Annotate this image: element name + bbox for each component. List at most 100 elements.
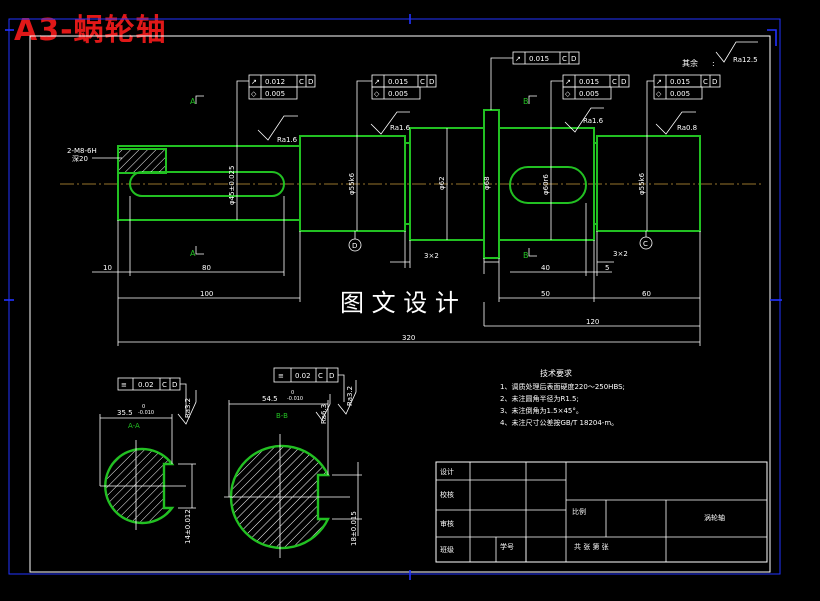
- roughness-sec-a: Ra3.2: [184, 398, 192, 418]
- roughness-value: Ra0.8: [677, 124, 697, 132]
- thread-depth: 深20: [72, 154, 88, 163]
- tol-val: 0.015: [388, 78, 408, 86]
- tolerance-frame-4: ↗ 0.015 C D ◇ 0.005: [550, 74, 630, 128]
- datum-d: D: [352, 242, 357, 250]
- sec-b-tol-top: 0: [291, 390, 294, 396]
- tb-design: 设计: [440, 467, 454, 476]
- tech-req-item-3: 3、未注倒角为1.5×45°。: [500, 406, 583, 415]
- dia-4: φ68: [483, 176, 491, 190]
- section-mark-b-bottom: B: [523, 251, 529, 260]
- roughness-sec-b: Ra3.2: [346, 386, 354, 406]
- tol-sym: ↗: [565, 78, 571, 86]
- remainder-label: 其余: [682, 58, 698, 68]
- dim-chamfer-2: 3×2: [613, 250, 628, 258]
- tb-review: 审核: [440, 519, 454, 528]
- dimensions: 10 80 100 320 3×2 3×2 40 5 50 60 120: [92, 196, 701, 346]
- datum-c: C: [643, 240, 648, 248]
- tol-d2: D: [712, 78, 717, 86]
- sec-b-tol-bottom: -0.010: [287, 396, 303, 402]
- tol-d2: D: [429, 78, 434, 86]
- tb-part-name: 涡轮轴: [704, 513, 725, 522]
- tol-sym: ↗: [656, 78, 662, 86]
- tol-val-2: 0.005: [265, 90, 285, 98]
- tb-class: 班级: [440, 545, 454, 554]
- tol-d2: D: [621, 78, 626, 86]
- tol-d1: C: [420, 78, 425, 86]
- tol-sym: ↗: [515, 55, 521, 63]
- title-block: 设计 校核 审核 班级 学号 比例 涡轮轴 共 张 第 张: [435, 461, 768, 563]
- watermark: 图 文 设 计: [340, 289, 459, 317]
- dia-5: φ60r6: [542, 174, 550, 195]
- outer-frame: [8, 18, 781, 575]
- sec-b-width: 54.5: [262, 395, 278, 403]
- roughness-sec-b-key: Ra6.3: [320, 404, 328, 424]
- section-mark-b-top: B: [523, 97, 529, 106]
- tol-sym-2: ◇: [251, 90, 257, 98]
- tol-d1: C: [299, 78, 304, 86]
- tolerance-frame-3: ↗ 0.015 C D: [490, 51, 580, 110]
- roughness-value: Ra1.6: [277, 136, 298, 144]
- tol-d1: C: [162, 381, 167, 389]
- tolerance-frame-1: ↗ 0.012 C D ◇ 0.005: [236, 74, 316, 146]
- tol-d2: D: [308, 78, 313, 86]
- dim-320: 320: [402, 334, 415, 342]
- inner-frame: [29, 35, 771, 573]
- dim-60: 60: [642, 290, 651, 298]
- tb-scale: 比例: [572, 507, 586, 516]
- dim-80: 80: [202, 264, 211, 272]
- tol-d1: C: [703, 78, 708, 86]
- tol-val: 0.012: [265, 78, 285, 86]
- tol-val-2: 0.005: [670, 90, 690, 98]
- tol-d1: C: [562, 55, 567, 63]
- dim-100: 100: [200, 290, 213, 298]
- roughness-symbol-4: Ra0.8: [655, 111, 697, 135]
- sec-a-tol-top: 0: [142, 404, 145, 410]
- tol-d2: D: [172, 381, 177, 389]
- tol-d2: D: [329, 372, 334, 380]
- sec-a-tol-bottom: -0.010: [138, 410, 154, 416]
- tech-req-item-4: 4、未注尺寸公差按GB/T 18204-m。: [500, 418, 618, 427]
- dim-chamfer-1: 3×2: [424, 252, 439, 260]
- sec-a-vertical: 14±0.012: [184, 509, 192, 544]
- dim-120: 120: [586, 318, 599, 326]
- sec-b-vertical: 18±0.015: [350, 511, 358, 546]
- tol-val-2: 0.005: [579, 90, 599, 98]
- section-a-a: A-A 35.5 0 -0.010 14±0.012 ≡ 0.02 C D Ra…: [99, 377, 197, 544]
- roughness-value: Ra1.6: [390, 124, 411, 132]
- tech-req-heading: 技术要求: [540, 368, 572, 378]
- tol-val: 0.015: [670, 78, 690, 86]
- dia-6: φ55k6: [638, 172, 646, 195]
- roughness-rest: 其余 : Ra12.5: [682, 41, 758, 68]
- tol-sym: ≡: [121, 381, 127, 389]
- tb-student-no: 学号: [500, 542, 514, 551]
- tol-val: 0.02: [138, 381, 154, 389]
- section-b-b: B-B 54.5 0 -0.010 18±0.015 ≡ 0.02 C D Ra…: [224, 367, 362, 558]
- dia-1: φ45±0.025: [228, 166, 236, 205]
- roughness-value: Ra12.5: [733, 56, 758, 64]
- dim-40: 40: [541, 264, 550, 272]
- section-mark-a-top: A: [190, 97, 196, 106]
- section-label-a: A-A: [128, 422, 140, 430]
- tolerance-frame-5: ↗ 0.015 C D ◇ 0.005: [646, 74, 721, 136]
- tol-sym-2: ◇: [565, 90, 571, 98]
- roughness-value: Ra1.6: [583, 117, 604, 125]
- thread-hatch: [117, 148, 167, 174]
- tol-val: 0.02: [295, 372, 311, 380]
- thread-note: 2-M8-6H: [67, 147, 97, 155]
- tol-d1: C: [318, 372, 323, 380]
- tol-sym-2: ◇: [374, 90, 380, 98]
- tol-val-2: 0.005: [388, 90, 408, 98]
- dim-5: 5: [605, 264, 609, 272]
- dia-2: φ55k6: [348, 172, 356, 195]
- tol-sym: ↗: [251, 78, 257, 86]
- tol-d2: D: [571, 55, 576, 63]
- technical-requirements: 技术要求 1、调质处理后表面硬度220～250HBS; 2、未注圆角半径为R1.…: [500, 368, 625, 427]
- dia-3: φ62: [438, 176, 446, 190]
- tol-sym: ≡: [278, 372, 284, 380]
- roughness-symbol-3: Ra1.6: [564, 107, 604, 133]
- tol-val: 0.015: [529, 55, 549, 63]
- tol-sym: ↗: [374, 78, 380, 86]
- section-mark-a-bottom: A: [190, 249, 196, 258]
- svg-text::: :: [712, 59, 715, 68]
